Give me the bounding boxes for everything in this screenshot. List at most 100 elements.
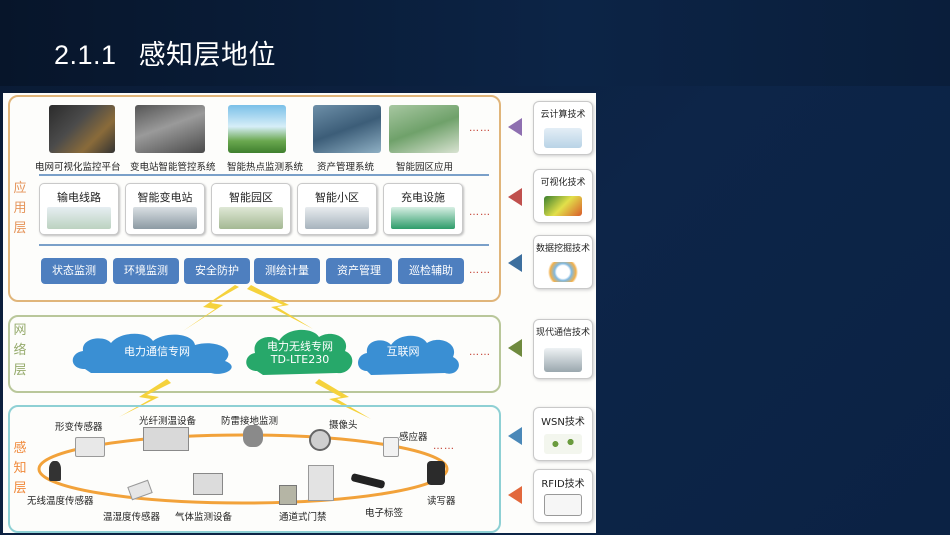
device-label: 形变传感器	[55, 422, 103, 433]
system-thumb-substation	[135, 105, 205, 153]
function-state-monitoring: 状态监测	[41, 258, 107, 284]
tech-data-mining: 数据挖掘技术	[533, 235, 593, 289]
arrow-left-icon	[508, 339, 522, 357]
device-label: 通道式门禁	[279, 512, 327, 523]
tech-label: RFID技术	[541, 479, 585, 490]
device-label: 电子标签	[365, 508, 404, 519]
cloud-private-network-label: 电力通信专网	[124, 345, 190, 358]
divider	[39, 174, 489, 176]
device-gate-panel-icon	[308, 465, 334, 501]
architecture-diagram: 应 用 层 …… 电网可视化监控平台 变电站智能管控系统 智能热点监测系统 资产…	[3, 93, 596, 533]
device-label: 气体监测设备	[175, 512, 233, 523]
layer-char: 应	[13, 181, 27, 196]
system-caption: 变电站智能管控系统	[130, 162, 216, 173]
device-label: 感应器	[399, 432, 428, 443]
function-env-monitoring: 环境监测	[113, 258, 179, 284]
system-thumb-hotspot	[228, 105, 286, 153]
arrow-left-icon	[508, 188, 522, 206]
scene-charging: 充电设施	[383, 183, 463, 235]
tech-label: 云计算技术	[540, 110, 586, 120]
scene-image	[47, 207, 111, 229]
scene-label: 智能变电站	[137, 191, 193, 204]
tech-label: WSN技术	[541, 417, 585, 428]
system-caption: 电网可视化监控平台	[35, 162, 121, 173]
cloud-internet-label: 互联网	[386, 345, 420, 358]
network-layer-label: 网 络 层	[11, 321, 29, 381]
device-reader-icon	[427, 461, 445, 485]
tech-rfid: RFID技术	[533, 469, 593, 523]
application-layer-label: 应 用 层	[11, 179, 29, 239]
tech-label: 可视化技术	[540, 178, 586, 188]
tech-modern-comm: 现代通信技术	[533, 319, 593, 379]
scene-image	[133, 207, 197, 229]
ellipsis-devices: ……	[433, 441, 455, 452]
arrow-left-icon	[508, 118, 522, 136]
scene-image	[391, 207, 455, 229]
function-inspection: 巡检辅助	[398, 258, 464, 284]
tech-image	[544, 262, 582, 282]
device-gate-icon	[279, 485, 297, 505]
layer-char: 层	[13, 481, 27, 496]
scene-label: 充电设施	[401, 191, 445, 204]
scene-label: 智能园区	[229, 191, 273, 204]
network-layer-box	[8, 315, 501, 393]
device-deformation-icon	[75, 437, 105, 457]
arrow-left-icon	[508, 254, 522, 272]
sensing-layer-box	[8, 405, 501, 533]
system-thumb-grid-monitor	[49, 105, 115, 153]
application-layer-box	[8, 95, 501, 302]
lightning-icon	[247, 285, 313, 329]
scene-smart-park: 智能园区	[211, 183, 291, 235]
cloud-wireless-network	[246, 329, 353, 375]
system-thumb-park	[389, 105, 459, 153]
layer-char: 知	[13, 461, 27, 476]
system-thumb-asset	[313, 105, 381, 153]
device-wireless-temp-icon	[49, 461, 61, 481]
device-label: 摄像头	[329, 420, 358, 431]
layer-char: 层	[13, 363, 27, 378]
tech-image	[544, 494, 582, 516]
layer-char: 层	[13, 221, 27, 236]
scene-label: 智能小区	[315, 191, 359, 204]
device-fiber-icon	[143, 427, 189, 451]
tech-image	[544, 348, 582, 372]
title-text: 感知层地位	[138, 40, 277, 70]
layer-char: 络	[13, 343, 27, 358]
tech-image	[544, 434, 582, 454]
ellipsis-scenes: ……	[469, 207, 491, 218]
device-label: 无线温度传感器	[27, 496, 94, 507]
scene-image	[305, 207, 369, 229]
ellipsis-network: ……	[469, 347, 491, 358]
device-label: 温湿度传感器	[103, 512, 161, 523]
scene-label: 输电线路	[57, 191, 101, 204]
device-lightning-monitor-icon	[243, 425, 263, 447]
cloud-wireless-label: 电力无线专网 TD-LTE230	[257, 340, 343, 366]
tech-visualization: 可视化技术	[533, 169, 593, 223]
function-asset-management: 资产管理	[326, 258, 392, 284]
device-inductor-icon	[383, 437, 399, 457]
device-label: 光纤测温设备	[139, 416, 197, 427]
function-security: 安全防护	[184, 258, 250, 284]
arrow-left-icon	[508, 427, 522, 445]
tech-label: 数据挖掘技术	[535, 244, 590, 254]
system-caption: 资产管理系统	[317, 162, 375, 173]
scene-smart-community: 智能小区	[297, 183, 377, 235]
ellipsis-systems: ……	[469, 123, 491, 134]
lightning-bolts	[119, 285, 371, 419]
tech-image	[544, 128, 582, 148]
lightning-icon	[315, 379, 371, 419]
scene-smart-substation: 智能变电站	[125, 183, 205, 235]
tech-wsn: WSN技术	[533, 407, 593, 461]
lightning-icon	[119, 379, 171, 417]
layer-char: 用	[13, 201, 27, 216]
wireless-line1: 电力无线专网	[267, 340, 333, 353]
wireless-line2: TD-LTE230	[270, 353, 330, 366]
system-caption: 智能热点监测系统	[227, 162, 304, 173]
cloud-private-network	[72, 333, 232, 374]
tech-label: 现代通信技术	[535, 328, 590, 338]
lightning-icon	[183, 285, 239, 331]
function-metering: 测绘计量	[254, 258, 320, 284]
system-caption: 智能园区应用	[396, 162, 454, 173]
scene-image	[219, 207, 283, 229]
